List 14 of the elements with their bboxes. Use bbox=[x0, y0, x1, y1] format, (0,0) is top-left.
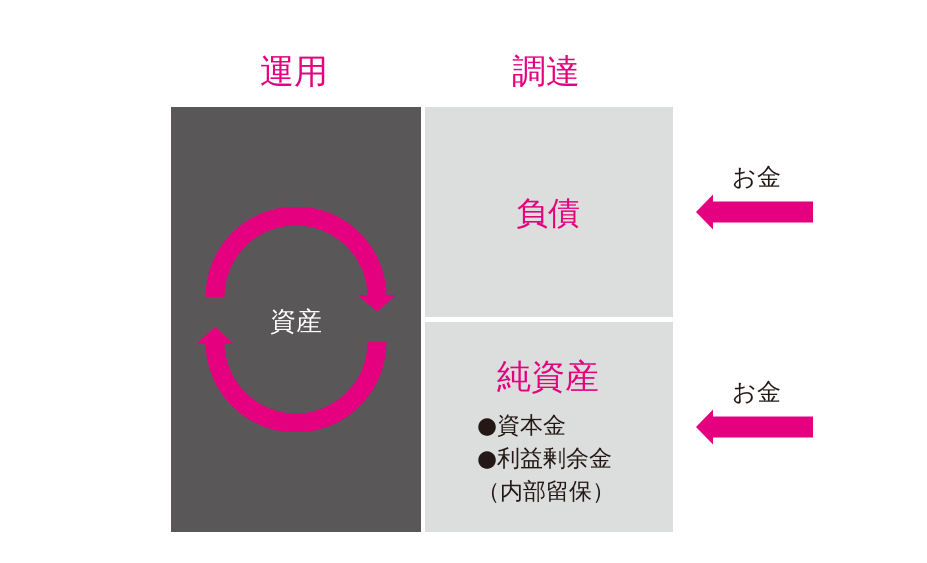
bullet-item: ●資本金 bbox=[477, 412, 568, 441]
column-heading: 運用 bbox=[260, 55, 328, 89]
arrow bbox=[696, 194, 813, 230]
arrow bbox=[696, 410, 813, 444]
category-box bbox=[171, 107, 421, 532]
bullet-item: ●利益剰余金（内部留保） bbox=[477, 445, 616, 507]
column-heading: 調達 bbox=[512, 55, 580, 89]
category-box bbox=[425, 322, 673, 532]
box-label: 資産 bbox=[270, 309, 322, 335]
edge-label: お金 bbox=[732, 380, 781, 404]
box-title: 純資産 bbox=[497, 360, 599, 394]
edge-label: お金 bbox=[732, 165, 781, 189]
box-title: 負債 bbox=[516, 197, 580, 229]
category-box bbox=[425, 107, 673, 317]
